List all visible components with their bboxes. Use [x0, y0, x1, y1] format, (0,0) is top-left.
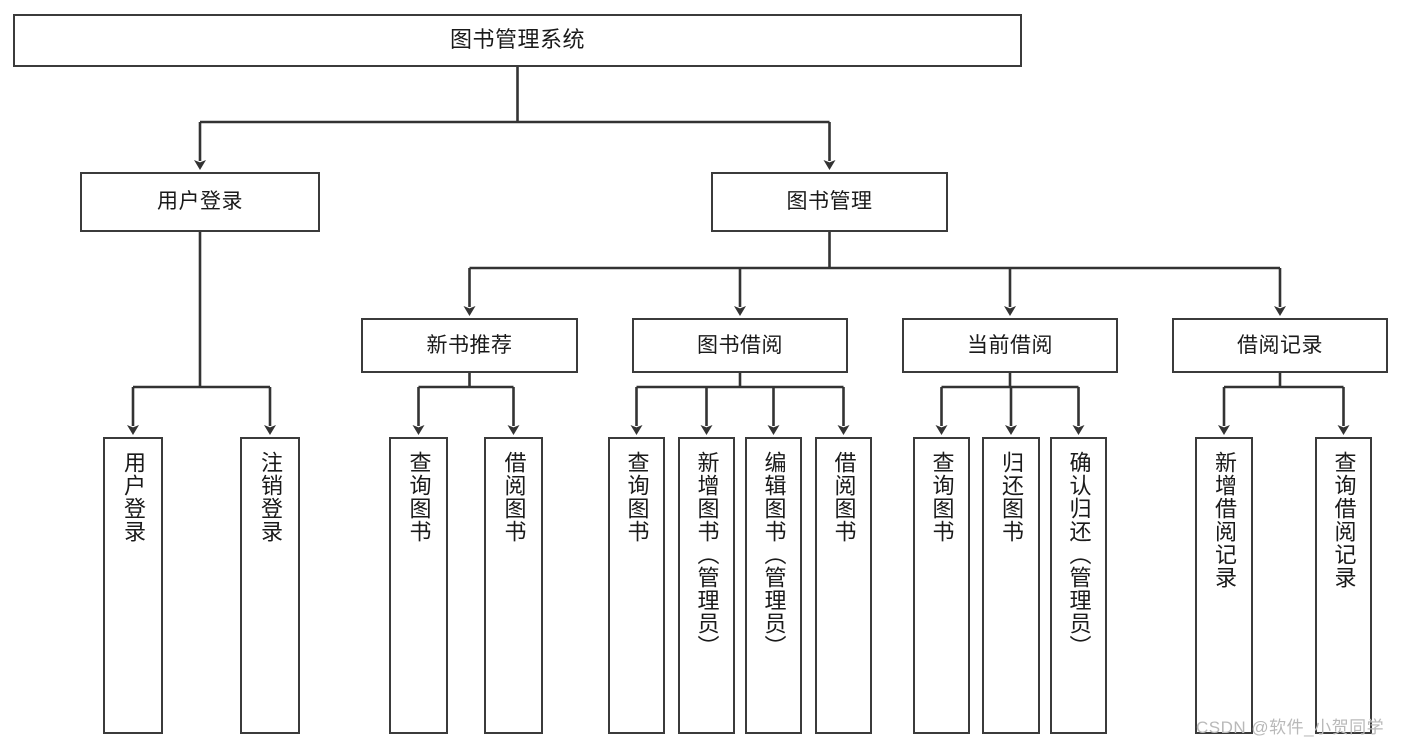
node-label: 查询借阅记录 [1331, 451, 1357, 589]
node-leaf-login[interactable]: 用户登录 [103, 437, 163, 734]
node-label: 图书借阅 [697, 333, 783, 357]
node-leaf-confirm[interactable]: 确认归还（管理员） [1050, 437, 1107, 734]
node-current-borrow[interactable]: 当前借阅 [902, 318, 1118, 373]
node-label: 借阅记录 [1237, 333, 1323, 357]
node-label: 查询图书 [624, 451, 650, 543]
node-label: 新增图书（管理员） [694, 451, 720, 658]
node-label: 查询图书 [406, 451, 432, 543]
node-label: 归还图书 [998, 451, 1024, 543]
node-leaf-query-3[interactable]: 查询图书 [913, 437, 970, 734]
node-label: 确认归还（管理员） [1066, 451, 1092, 658]
node-leaf-query-2[interactable]: 查询图书 [608, 437, 665, 734]
node-leaf-add-book[interactable]: 新增图书（管理员） [678, 437, 735, 734]
node-label: 借阅图书 [831, 451, 857, 543]
node-label: 查询图书 [929, 451, 955, 543]
node-label: 用户登录 [157, 190, 243, 214]
node-label: 图书管理 [786, 190, 873, 214]
node-label: 当前借阅 [967, 333, 1053, 357]
node-leaf-edit-book[interactable]: 编辑图书（管理员） [745, 437, 802, 734]
node-new-book-rec[interactable]: 新书推荐 [361, 318, 578, 373]
watermark: CSDN @软件_小贺同学 [1196, 718, 1385, 737]
node-leaf-query-rec[interactable]: 查询借阅记录 [1315, 437, 1372, 734]
node-leaf-logout[interactable]: 注销登录 [240, 437, 300, 734]
node-label: 新增借阅记录 [1211, 451, 1237, 589]
node-label: 用户登录 [120, 451, 146, 543]
node-book-borrow[interactable]: 图书借阅 [632, 318, 848, 373]
node-leaf-return[interactable]: 归还图书 [982, 437, 1040, 734]
node-borrow-record[interactable]: 借阅记录 [1172, 318, 1388, 373]
node-label: 注销登录 [257, 451, 283, 543]
node-leaf-query-1[interactable]: 查询图书 [389, 437, 448, 734]
node-user-login[interactable]: 用户登录 [80, 172, 320, 232]
node-root[interactable]: 图书管理系统 [13, 14, 1022, 67]
node-label: 图书管理系统 [449, 27, 585, 53]
node-label: 新书推荐 [426, 333, 513, 357]
node-label: 借阅图书 [501, 451, 527, 543]
node-book-manage[interactable]: 图书管理 [711, 172, 948, 232]
node-leaf-add-rec[interactable]: 新增借阅记录 [1195, 437, 1253, 734]
node-leaf-borrow-2[interactable]: 借阅图书 [815, 437, 872, 734]
node-label: 编辑图书（管理员） [761, 451, 787, 658]
node-leaf-borrow-1[interactable]: 借阅图书 [484, 437, 543, 734]
